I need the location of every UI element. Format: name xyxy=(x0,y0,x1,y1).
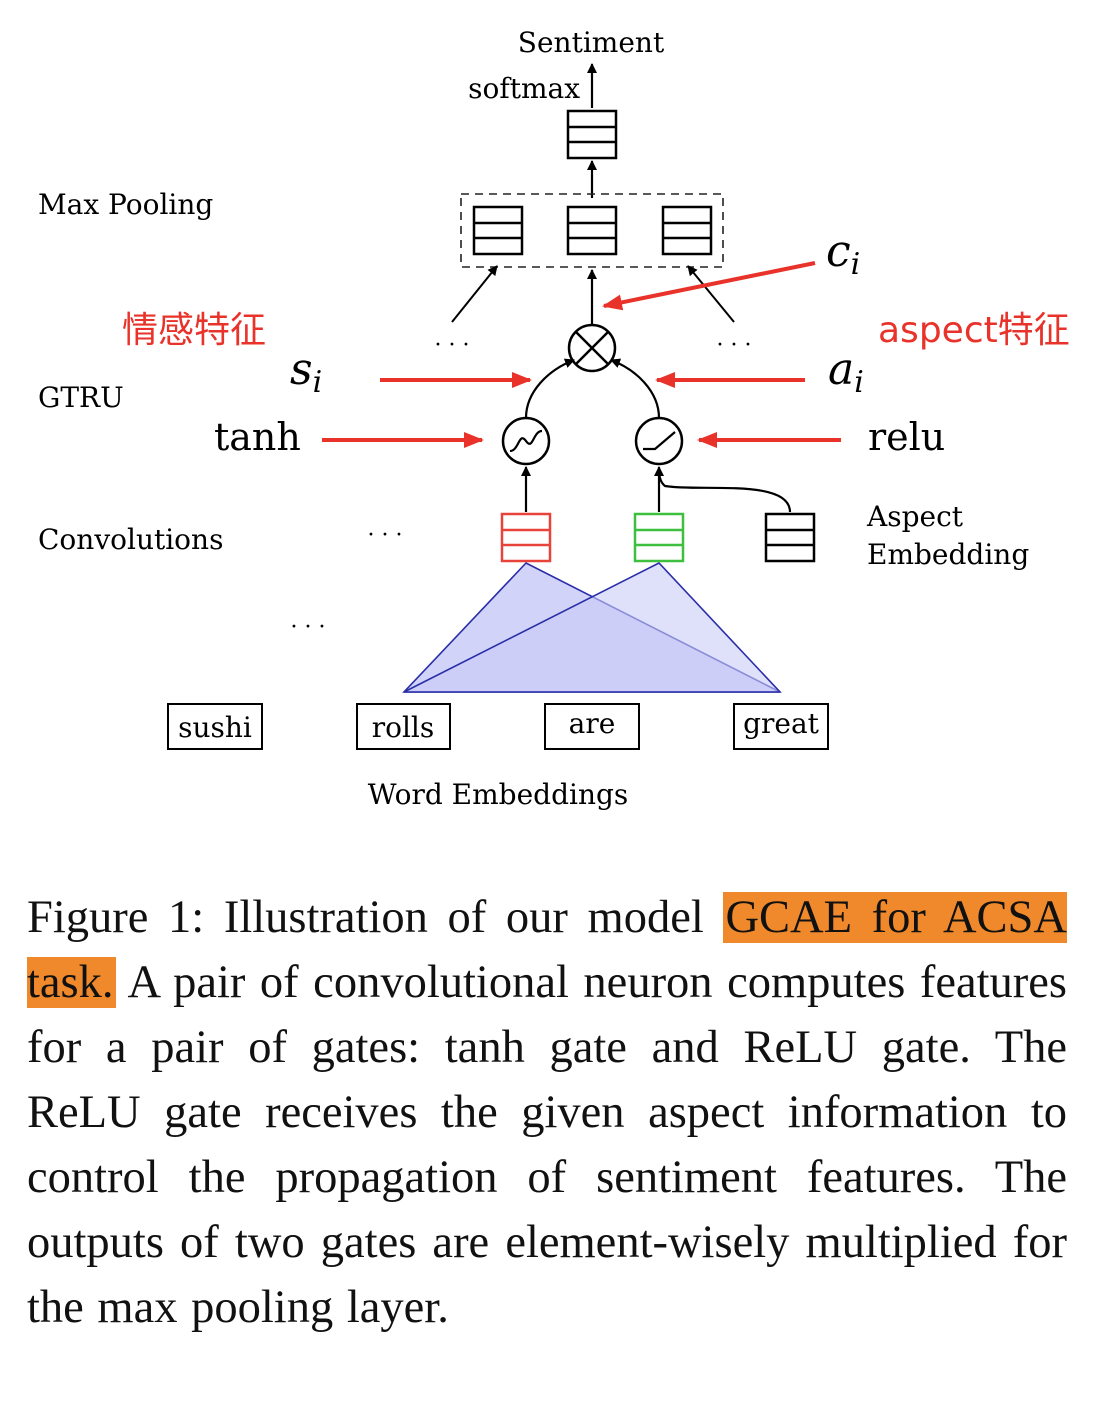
svg-text:rolls: rolls xyxy=(372,711,435,744)
caption-body: A pair of convolutional neuron computes … xyxy=(27,957,1067,1333)
sentiment-output-label: Sentiment xyxy=(518,26,665,59)
ellipsis-gtru-left: · · · xyxy=(435,333,470,358)
conv-vector-aspect xyxy=(633,512,685,563)
tanh-gate xyxy=(501,416,551,466)
svg-text:are: are xyxy=(569,707,616,740)
conv-filter-green xyxy=(403,562,782,693)
sentiment-feature-annotation: 情感特征 xyxy=(122,310,266,351)
svg-text:great: great xyxy=(743,707,820,740)
pooled-vector-right xyxy=(661,205,713,256)
c-i-red-arrow xyxy=(602,261,816,311)
word-box-great: great xyxy=(733,703,829,750)
max-pooling-box xyxy=(460,193,724,268)
pooled-vector-center xyxy=(566,205,618,256)
softmax-label: softmax xyxy=(468,72,580,105)
s-i-symbol: si xyxy=(290,344,322,400)
pooled-vector-left xyxy=(472,205,524,256)
aspect-embedding-vector xyxy=(764,512,816,563)
gtru-label: GTRU xyxy=(38,381,124,414)
output-vector xyxy=(566,109,618,160)
aspect-feature-annotation: aspect特征 xyxy=(878,310,1070,351)
a-i-symbol: ai xyxy=(828,344,864,400)
multiply-node xyxy=(567,323,617,373)
gcae-architecture-diagram: Sentiment softmax Max Pooling GTRU Convo… xyxy=(38,26,1070,811)
relu-gate xyxy=(634,416,684,466)
ellipsis-filters: · · · xyxy=(291,615,326,640)
c-i-symbol: ci xyxy=(826,226,860,282)
figure-caption: Figure 1: Illustration of our model GCAE… xyxy=(27,885,1067,1340)
convolutions-label: Convolutions xyxy=(38,523,223,556)
relu-label: relu xyxy=(868,415,945,459)
word-box-sushi: sushi xyxy=(167,703,263,750)
svg-text:sushi: sushi xyxy=(178,711,252,744)
max-pooling-label: Max Pooling xyxy=(38,188,213,221)
word-embeddings-label: Word Embeddings xyxy=(368,778,629,811)
word-box-rolls: rolls xyxy=(356,703,451,750)
aspect-embedding-label-line1: Aspect xyxy=(866,500,964,533)
caption-prefix: Figure 1: Illustration of our model xyxy=(27,892,724,943)
conv-vector-sentiment xyxy=(500,512,552,563)
ellipsis-conv: · · · xyxy=(368,523,403,548)
aspect-embedding-label-line2: Embedding xyxy=(867,538,1029,571)
tanh-label: tanh xyxy=(214,415,301,459)
word-box-are: are xyxy=(544,703,640,750)
ellipsis-gtru-right: · · · xyxy=(717,333,752,358)
